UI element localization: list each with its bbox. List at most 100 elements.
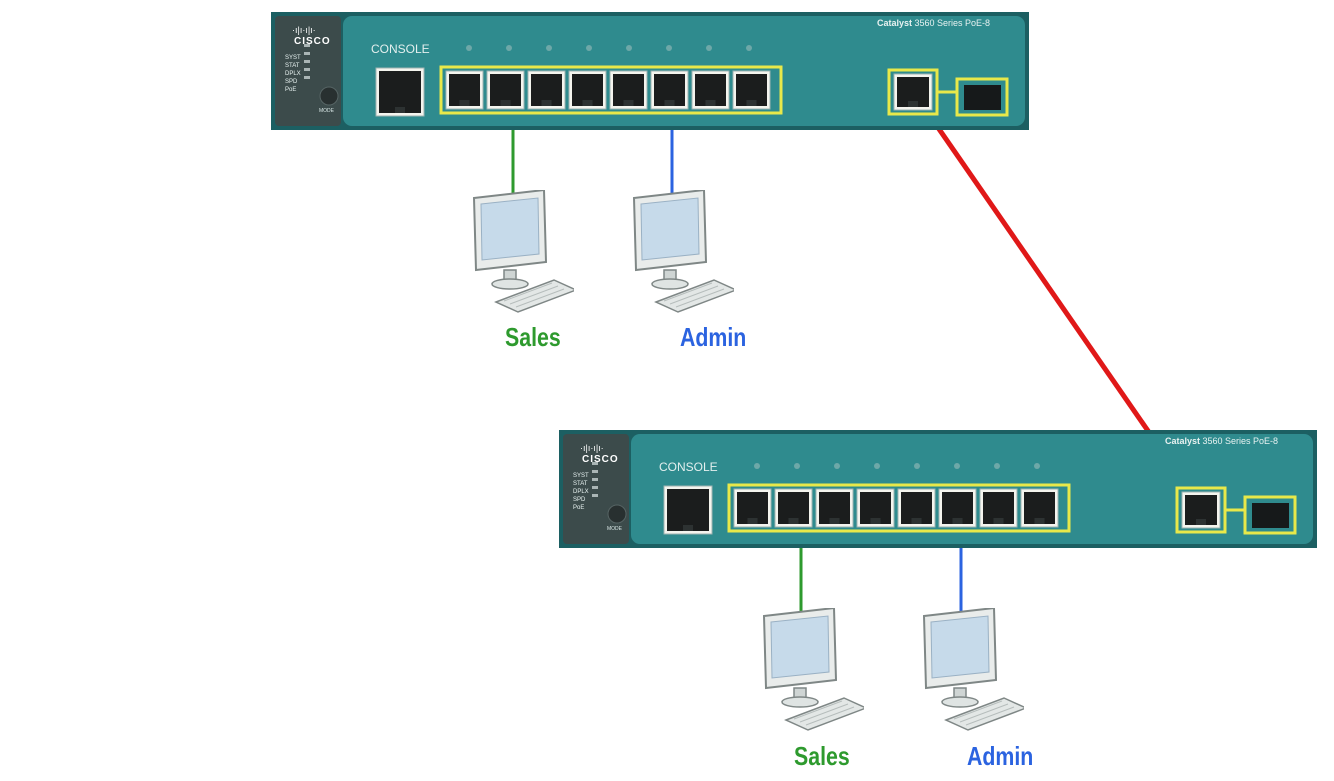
status-led (304, 52, 310, 55)
led-label-dplx: DPLX (573, 489, 589, 495)
keyboard-keys (793, 700, 855, 726)
console-label: CONSOLE (659, 460, 718, 474)
switch-model-label: Catalyst 3560 Series PoE-8 (1165, 436, 1279, 446)
status-led (304, 60, 310, 63)
fastethernet-port-clip (952, 518, 963, 524)
cisco-logo-word: CISCO (294, 36, 331, 47)
pc-admin-top[interactable] (614, 188, 738, 315)
monitor-screen (480, 197, 540, 261)
vlan-port-group-highlight (439, 65, 783, 115)
mode-button-label: MODE (319, 108, 334, 114)
cisco-logo-bars: ·ı|ı·ı|ı· (580, 443, 604, 453)
port-led (874, 463, 880, 469)
status-led (592, 486, 598, 489)
status-led (304, 76, 310, 79)
sfp-slot (1252, 503, 1289, 528)
led-label-spd: SPD (285, 79, 298, 85)
fastethernet-port-clip (582, 100, 593, 106)
vlan-label-admin-bottom: Admin (967, 741, 1034, 771)
mode-button (607, 504, 627, 524)
monitor-base (781, 696, 819, 708)
status-led (592, 462, 598, 465)
sfp-highlight (955, 77, 1009, 117)
keyboard-keys (663, 282, 725, 308)
desktop-computer-icon (632, 188, 738, 313)
monitor-base (651, 278, 689, 290)
status-led (592, 478, 598, 481)
port-led (706, 45, 712, 51)
console-port-socket (379, 71, 421, 113)
mode-button-label: MODE (607, 526, 622, 532)
port-led (466, 45, 472, 51)
console-label: CONSOLE (371, 42, 430, 56)
led-label-syst: SYST (573, 473, 589, 479)
vlan-label-admin-top: Admin (680, 322, 747, 352)
fastethernet-port-clip (829, 518, 840, 524)
switch-chassis (559, 430, 1317, 548)
switch-bottom[interactable]: ·ı|ı·ı|ı· CISCO SYST STAT DPLX SPD PoE M… (559, 430, 1317, 548)
desktop-computer-icon (762, 606, 868, 731)
port-led (834, 463, 840, 469)
cisco-logo-word: CISCO (582, 454, 619, 465)
port-led (586, 45, 592, 51)
port-led (626, 45, 632, 51)
port-led (794, 463, 800, 469)
monitor-screen (930, 615, 990, 679)
led-label-stat: STAT (285, 63, 300, 69)
led-label-syst: SYST (285, 55, 301, 61)
port-led (1034, 463, 1040, 469)
fastethernet-port-clip (623, 100, 634, 106)
fastethernet-port-clip (1034, 518, 1045, 524)
led-label-poe: PoE (285, 87, 297, 93)
fastethernet-port-clip (705, 100, 716, 106)
led-label-stat: STAT (573, 481, 588, 487)
console-port-socket (667, 489, 709, 531)
status-led (304, 44, 310, 47)
keyboard-keys (503, 282, 565, 308)
pc-sales-top[interactable] (454, 188, 578, 315)
port-led (506, 45, 512, 51)
keyboard-keys (953, 700, 1015, 726)
fastethernet-port-clip (500, 100, 511, 106)
fastethernet-port-clip (746, 100, 757, 106)
switch-top[interactable]: ·ı|ı·ı|ı· CISCO SYST STAT DPLX SPD PoE M… (271, 12, 1029, 130)
port-led (954, 463, 960, 469)
port-led (994, 463, 1000, 469)
cisco-logo-bars: ·ı|ı·ı|ı· (292, 25, 316, 35)
led-label-spd: SPD (573, 497, 586, 503)
vlan-label-sales-top: Sales (505, 322, 561, 352)
status-led (304, 68, 310, 71)
sfp-slot (964, 85, 1001, 110)
switch-chassis (271, 12, 1029, 130)
status-led (592, 494, 598, 497)
mode-button (319, 86, 339, 106)
uplink-port-clip (1196, 519, 1206, 525)
monitor-base (491, 278, 529, 290)
port-led (546, 45, 552, 51)
pc-admin-bottom[interactable] (904, 606, 1028, 733)
sfp-highlight (1243, 495, 1297, 535)
monitor-base (941, 696, 979, 708)
uplink-port-clip (908, 101, 918, 107)
vlan-port-group-highlight (727, 483, 1071, 533)
fastethernet-port-clip (870, 518, 881, 524)
fastethernet-port-clip (993, 518, 1004, 524)
led-label-poe: PoE (573, 505, 585, 511)
monitor-screen (640, 197, 700, 261)
switch-model-label: Catalyst 3560 Series PoE-8 (877, 18, 991, 28)
pc-sales-bottom[interactable] (744, 606, 868, 733)
fastethernet-port-clip (747, 518, 758, 524)
port-led (914, 463, 920, 469)
console-port-clip (395, 107, 405, 113)
fastethernet-port-clip (664, 100, 675, 106)
desktop-computer-icon (922, 606, 1028, 731)
vlan-label-sales-bottom: Sales (794, 741, 850, 771)
desktop-computer-icon (472, 188, 578, 313)
port-led (746, 45, 752, 51)
fastethernet-port-clip (541, 100, 552, 106)
fastethernet-port-clip (788, 518, 799, 524)
status-led (592, 470, 598, 473)
monitor-screen (770, 615, 830, 679)
console-port-clip (683, 525, 693, 531)
